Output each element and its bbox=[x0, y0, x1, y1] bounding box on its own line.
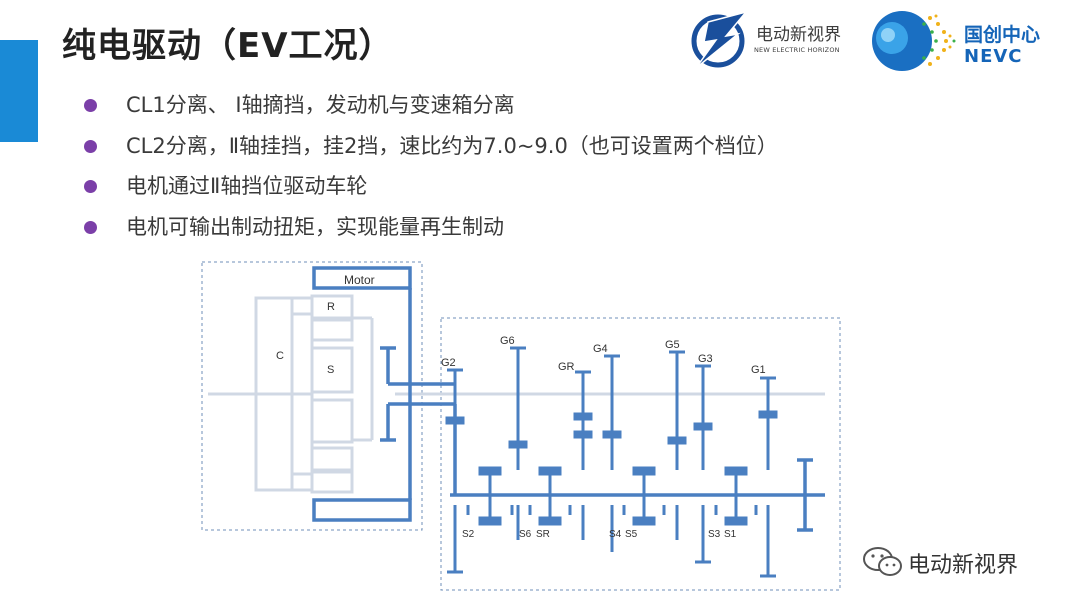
bullet-list: CL1分离、 Ⅰ轴摘挡，发动机与变速箱分离 CL2分离，Ⅱ轴挂挡，挂2挡，速比约… bbox=[82, 90, 778, 252]
lightning-circle-icon bbox=[691, 10, 749, 69]
slide-title: 纯电驱动（EV工况） bbox=[62, 26, 394, 66]
gear-label-g3: G3 bbox=[698, 353, 713, 365]
sync-s4-s5-brackets bbox=[622, 505, 666, 515]
sync-sr-top bbox=[538, 466, 562, 476]
ev-horizon-logo: 电动新视界 NEW ELECTRIC HORIZON bbox=[686, 8, 856, 70]
wechat-icon bbox=[863, 547, 902, 576]
bullet-item: 电机可输出制动扭矩，实现能量再生制动 bbox=[82, 212, 778, 253]
nevc-logo-cn: 国创中心 bbox=[964, 24, 1041, 46]
watermark: 电动新视界 bbox=[862, 545, 1018, 581]
sync-label-s5: S5 bbox=[625, 529, 638, 540]
planet-s-top bbox=[310, 346, 354, 394]
planet-r-top bbox=[310, 294, 354, 320]
sync-sr-brackets bbox=[528, 505, 572, 515]
planet-s-bottom bbox=[310, 398, 354, 444]
planet-r-bottom-b bbox=[310, 470, 354, 494]
bullet-item: 电机通过Ⅱ轴挡位驱动车轮 bbox=[82, 171, 778, 212]
gear-gr-mesh-bottom bbox=[573, 430, 593, 439]
gear-label-g4: G4 bbox=[593, 343, 608, 355]
gear-label-g2: G2 bbox=[441, 357, 456, 369]
ev-horizon-logo-cn: 电动新视界 bbox=[756, 25, 841, 45]
sync-s3-s1-bottom bbox=[724, 516, 748, 526]
sync-s3-s1-brackets bbox=[714, 505, 758, 515]
gear-label-gr: GR bbox=[558, 361, 575, 373]
clutch-c-label: C bbox=[276, 350, 284, 362]
sync-s4-s5-top bbox=[632, 466, 656, 476]
bullet-dot bbox=[84, 139, 97, 153]
gear-g1-mesh bbox=[758, 410, 778, 419]
sync-sr-bottom bbox=[538, 516, 562, 526]
gear-label-g6: G6 bbox=[500, 335, 515, 347]
planet-s-label: S bbox=[327, 364, 334, 376]
planet-r-bottom-a bbox=[310, 446, 354, 472]
bullet-item: CL2分离，Ⅱ轴挂挡，挂2挡，速比约为7.0~9.0（也可设置两个档位） bbox=[82, 131, 778, 172]
sync-s3-s1-top bbox=[724, 466, 748, 476]
sync-label-sr: SR bbox=[536, 529, 550, 540]
gear-label-g1: G1 bbox=[751, 364, 766, 376]
gear-gr-mesh-top bbox=[573, 412, 593, 421]
sync-s2-s6-top bbox=[478, 466, 502, 476]
bullet-text: 电机通过Ⅱ轴挡位驱动车轮 bbox=[126, 174, 368, 198]
gear-g6-mesh bbox=[508, 440, 528, 449]
planet-r-mid bbox=[310, 318, 354, 342]
bullet-dot bbox=[84, 220, 97, 234]
gear-set bbox=[445, 346, 778, 578]
sync-label-s4: S4 bbox=[609, 529, 622, 540]
bullet-dot bbox=[84, 99, 97, 112]
bullet-item: CL1分离、 Ⅰ轴摘挡，发动机与变速箱分离 bbox=[82, 90, 778, 131]
motor-box bbox=[312, 266, 412, 290]
sync-s2-s6-brackets bbox=[466, 505, 514, 515]
nevc-logo: 国创中心 NEVC bbox=[860, 10, 1060, 72]
engine-side-boundary bbox=[201, 261, 423, 531]
gear-g3-mesh bbox=[693, 422, 713, 431]
sync-label-s2: S2 bbox=[462, 529, 475, 540]
motor-label: Motor bbox=[344, 273, 375, 287]
gearbox-boundary bbox=[440, 317, 841, 591]
globe-icon bbox=[872, 11, 956, 71]
sync-label-s6: S6 bbox=[519, 529, 532, 540]
watermark-text: 电动新视界 bbox=[908, 553, 1019, 578]
inactive-clutch-group bbox=[208, 294, 825, 494]
sync-label-s1: S1 bbox=[724, 529, 737, 540]
motor-box-bottom bbox=[312, 498, 412, 522]
planet-r-label: R bbox=[327, 301, 335, 313]
accent-bar bbox=[0, 40, 38, 142]
ev-horizon-logo-en: NEW ELECTRIC HORIZON bbox=[754, 46, 840, 54]
bullet-text: CL1分离、 Ⅰ轴摘挡，发动机与变速箱分离 bbox=[126, 93, 515, 117]
bullet-text: CL2分离，Ⅱ轴挂挡，挂2挡，速比约为7.0~9.0（也可设置两个档位） bbox=[126, 133, 778, 158]
gear-g2-mesh bbox=[445, 416, 465, 425]
gear-g4-mesh bbox=[602, 430, 622, 439]
sync-s2-s6-bottom bbox=[478, 516, 502, 526]
active-power-path bbox=[312, 266, 825, 532]
nevc-logo-en: NEVC bbox=[964, 46, 1023, 67]
synchronizer-set bbox=[466, 466, 758, 526]
bullet-text: 电机可输出制动扭矩，实现能量再生制动 bbox=[126, 214, 504, 239]
sync-s4-s5-bottom bbox=[632, 516, 656, 526]
bullet-dot bbox=[84, 180, 97, 193]
sync-label-s3: S3 bbox=[708, 529, 721, 540]
gear-label-g5: G5 bbox=[665, 339, 680, 351]
gear-g5-mesh bbox=[667, 436, 687, 445]
